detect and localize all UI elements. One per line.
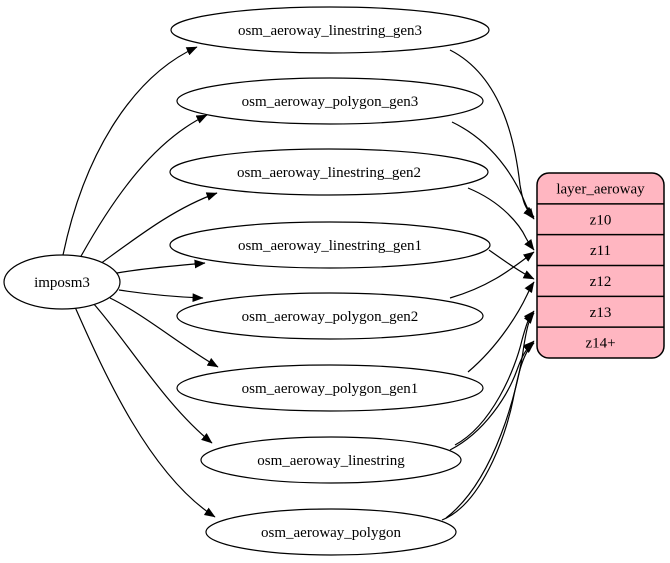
node-osm_aeroway_linestring-label: osm_aeroway_linestring	[257, 453, 405, 469]
edge-osm_aeroway_polygon-to-z14plus	[441, 342, 535, 521]
node-osm_aeroway_linestring_gen1-shape	[169, 221, 491, 269]
node-osm_aeroway_polygon_gen1: osm_aeroway_polygon_gen1	[176, 364, 484, 412]
node-osm_aeroway_linestring_gen3: osm_aeroway_linestring_gen3	[170, 6, 490, 54]
node-osm_aeroway_polygon_gen2: osm_aeroway_polygon_gen2	[176, 292, 484, 340]
layer-row-z13: z13	[590, 305, 612, 321]
node-imposm3: imposm3	[3, 254, 121, 310]
edge-imposm3-to-osm_aeroway_polygon_gen3	[79, 114, 208, 259]
edge-imposm3-to-osm_aeroway_linestring_gen2	[99, 192, 218, 265]
node-imposm3-shape	[3, 254, 121, 310]
edge-osm_aeroway_linestring_gen1-to-z12	[488, 249, 535, 280]
edge-osm_aeroway_polygon_gen3-to-z10	[451, 121, 535, 220]
node-osm_aeroway_linestring_gen1: osm_aeroway_linestring_gen1	[169, 221, 491, 269]
node-osm_aeroway_polygon-label: osm_aeroway_polygon	[261, 525, 401, 541]
node-osm_aeroway_polygon_gen3-shape	[176, 77, 484, 125]
node-osm_aeroway_polygon_gen2-label: osm_aeroway_polygon_gen2	[242, 309, 419, 325]
node-osm_aeroway_polygon_gen3-label: osm_aeroway_polygon_gen3	[242, 94, 419, 110]
node-osm_aeroway_linestring: osm_aeroway_linestring	[200, 436, 462, 484]
node-osm_aeroway_linestring_gen3-shape	[170, 6, 490, 54]
node-layer-aeroway: layer_aeroway z10 z11 z12 z13 z14+	[536, 172, 665, 359]
node-osm_aeroway_polygon_gen3: osm_aeroway_polygon_gen3	[176, 77, 484, 125]
edge-osm_aeroway_linestring_gen3-to-z10	[449, 49, 535, 218]
layer-row-z12: z12	[590, 274, 612, 290]
node-osm_aeroway_linestring-shape	[200, 436, 462, 484]
node-osm_aeroway_polygon_gen2-shape	[176, 292, 484, 340]
node-osm_aeroway_polygon: osm_aeroway_polygon	[205, 508, 457, 556]
node-osm_aeroway_polygon_gen1-label: osm_aeroway_polygon_gen1	[242, 381, 419, 397]
node-osm_aeroway_linestring_gen2-label: osm_aeroway_linestring_gen2	[237, 165, 421, 181]
edge-imposm3-to-osm_aeroway_linestring_gen1	[116, 259, 206, 274]
node-osm_aeroway_linestring_gen3-label: osm_aeroway_linestring_gen3	[238, 23, 422, 39]
node-imposm3-label: imposm3	[34, 275, 90, 291]
edge-imposm3-to-osm_aeroway_linestring_gen3	[62, 46, 198, 256]
layer-row-z10: z10	[590, 212, 612, 228]
layer-row-z11: z11	[590, 243, 611, 259]
edge-osm_aeroway_linestring_gen2-to-z11	[467, 187, 535, 251]
node-osm_aeroway_linestring_gen1-label: osm_aeroway_linestring_gen1	[238, 238, 422, 254]
node-osm_aeroway_linestring_gen2-shape	[169, 148, 489, 196]
node-osm_aeroway_polygon-shape	[205, 508, 457, 556]
edge-osm_aeroway_polygon_gen2-to-z11	[449, 251, 535, 299]
node-osm_aeroway_linestring_gen2: osm_aeroway_linestring_gen2	[169, 148, 489, 196]
edge-osm_aeroway_polygon_gen1-to-z12	[467, 281, 535, 373]
edge-imposm3-to-osm_aeroway_polygon_gen2	[118, 289, 204, 303]
layer-aeroway-title: layer_aeroway	[556, 181, 645, 197]
edge-imposm3-to-osm_aeroway_linestring	[92, 302, 213, 444]
node-osm_aeroway_polygon_gen1-shape	[176, 364, 484, 412]
layer-row-z14plus: z14+	[585, 336, 615, 352]
edge-imposm3-to-osm_aeroway_polygon_gen1	[109, 297, 219, 368]
edge-imposm3-to-osm_aeroway_polygon	[74, 306, 216, 518]
